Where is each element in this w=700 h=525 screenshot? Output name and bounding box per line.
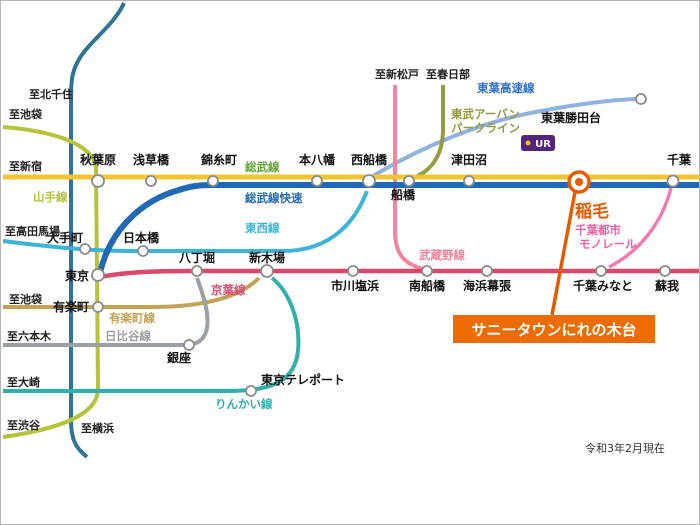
station-dot-kinshicho bbox=[207, 175, 219, 187]
station-label-chibaminato: 千葉みなと bbox=[573, 278, 633, 293]
station-dot-kaihimmakuhari bbox=[481, 265, 493, 277]
direction-label-kasukabe: 至春日部 bbox=[426, 67, 470, 81]
callout-connector-line bbox=[550, 191, 577, 316]
line-label-yurakucho: 有楽町線 bbox=[109, 311, 155, 325]
line-label-monorail-1: 千葉都市 bbox=[575, 223, 621, 237]
station-label-tokyo: 東京 bbox=[65, 268, 89, 283]
line-label-rinkai: りんかい線 bbox=[215, 397, 273, 411]
station-dot-ginza bbox=[183, 339, 195, 351]
line-label-hibiya: 日比谷線 bbox=[105, 329, 151, 343]
musashino-line-path bbox=[393, 85, 424, 271]
callout-banner bbox=[453, 315, 655, 343]
station-label-hatchobori: 八丁堀 bbox=[178, 250, 215, 265]
station-dot-motoyawata bbox=[311, 175, 323, 187]
monorail-line-path bbox=[608, 187, 673, 269]
ur-badge-mark-icon bbox=[525, 140, 531, 146]
station-label-otemachi: 大手町 bbox=[47, 230, 83, 245]
direction-label-shibuya: 至渋谷 bbox=[7, 418, 41, 432]
footnote-date: 令和3年2月現在 bbox=[585, 441, 665, 455]
station-label-motoyawata: 本八幡 bbox=[299, 152, 336, 167]
line-label-toyo: 東葉高速線 bbox=[477, 81, 535, 95]
direction-label-shinjuku: 至新宿 bbox=[9, 159, 42, 173]
direction-label-kitasenju: 至北千住 bbox=[29, 87, 73, 101]
line-label-sobu-local: 総武線 bbox=[245, 160, 280, 174]
direction-label-yokohama: 至横浜 bbox=[81, 421, 114, 435]
station-dot-nishifunabashi bbox=[362, 174, 376, 188]
station-label-ginza: 銀座 bbox=[166, 350, 191, 365]
inage-target-dot bbox=[575, 178, 583, 186]
keiyo-line-path bbox=[99, 268, 699, 280]
station-label-toyokatsutadai: 東葉勝田台 bbox=[541, 110, 601, 125]
ur-badge bbox=[521, 135, 555, 151]
yurakucho-line-path bbox=[3, 276, 261, 309]
line-label-monorail-2: モノレール bbox=[579, 237, 637, 251]
line-label-yamanote: 山手線 bbox=[33, 190, 68, 204]
direction-label-takadanobaba: 至高田馬場 bbox=[5, 224, 60, 238]
station-dot-tokyoteleport bbox=[245, 385, 257, 397]
station-label-asakusabashi: 浅草橋 bbox=[133, 152, 170, 167]
station-dot-tokyo bbox=[91, 268, 105, 282]
line-label-musashino: 武蔵野線 bbox=[419, 248, 465, 262]
line-label-tobu-2: パークライン bbox=[451, 121, 520, 135]
station-label-shinkiba: 新木場 bbox=[249, 250, 285, 265]
inage-station-label: 稲毛 bbox=[575, 201, 609, 222]
station-label-chiba: 千葉 bbox=[667, 152, 692, 167]
station-label-minamifunabashi: 南船橋 bbox=[409, 278, 446, 293]
sobu-rapid-line-path bbox=[97, 182, 699, 274]
station-label-akihabara: 秋葉原 bbox=[80, 152, 116, 167]
direction-label-ikebukuro-top: 至池袋 bbox=[9, 107, 43, 121]
station-dot-funabashi bbox=[403, 175, 415, 187]
station-dot-tsudanuma bbox=[463, 175, 475, 187]
station-label-kaihimmakuhari: 海浜幕張 bbox=[463, 278, 512, 293]
station-label-soga: 蘇我 bbox=[654, 278, 679, 293]
station-dot-yurakucho bbox=[92, 301, 104, 313]
line-label-tozai: 東西線 bbox=[245, 221, 280, 235]
station-dot-ichikawashiohama bbox=[347, 265, 359, 277]
station-dot-akihabara bbox=[91, 174, 105, 188]
station-label-yurakucho: 有楽町 bbox=[53, 299, 89, 314]
direction-label-shimmatsudo: 至新松戸 bbox=[375, 67, 419, 81]
station-dot-chiba bbox=[666, 174, 680, 188]
toyo-line-path bbox=[371, 97, 638, 178]
keihin-line-path bbox=[69, 2, 126, 459]
callout-banner-label: サニータウンにれの木台 bbox=[471, 321, 636, 339]
station-dot-hatchobori bbox=[191, 265, 203, 277]
direction-label-roppongi: 至六本木 bbox=[7, 329, 52, 343]
tobu-line-path bbox=[412, 85, 445, 180]
station-dot-asakusabashi bbox=[145, 175, 157, 187]
tozai-line-path bbox=[2, 190, 369, 253]
station-label-kinshicho: 錦糸町 bbox=[200, 152, 237, 167]
station-label-funabashi: 船橋 bbox=[391, 187, 416, 202]
station-dot-shinkiba bbox=[260, 264, 274, 278]
station-dot-minamifunabashi bbox=[421, 265, 433, 277]
station-label-ichikawashiohama: 市川塩浜 bbox=[331, 278, 379, 293]
station-dot-chibaminato bbox=[595, 265, 607, 277]
station-label-tokyoteleport: 東京テレポート bbox=[261, 372, 345, 387]
direction-label-osaki: 至大崎 bbox=[7, 375, 40, 389]
ur-badge-label: UR bbox=[535, 139, 551, 150]
station-label-tsudanuma: 津田沼 bbox=[451, 152, 487, 167]
station-dot-otemachi bbox=[79, 243, 91, 255]
station-dot-toyokatsutadai bbox=[635, 93, 647, 105]
line-label-tobu-1: 東武アーバン bbox=[451, 107, 520, 121]
station-dot-nihombashi bbox=[137, 245, 149, 257]
line-label-keiyo: 京葉線 bbox=[211, 283, 246, 297]
line-label-sobu-rapid: 総武線快速 bbox=[245, 191, 303, 205]
direction-label-ikebukuro-mid: 至池袋 bbox=[9, 292, 43, 306]
station-dot-soga bbox=[659, 265, 671, 277]
station-label-nihombashi: 日本橋 bbox=[123, 230, 160, 245]
station-label-nishifunabashi: 西船橋 bbox=[351, 152, 388, 167]
